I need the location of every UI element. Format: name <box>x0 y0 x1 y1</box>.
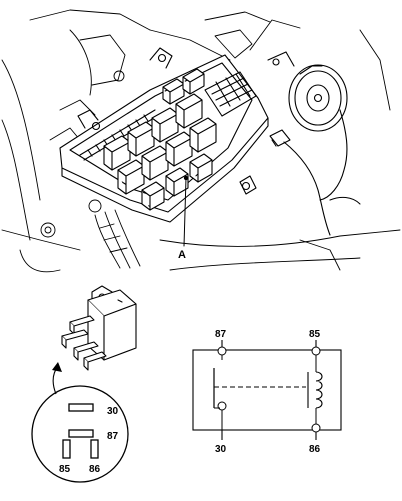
contact-30 <box>217 401 227 411</box>
horn <box>267 51 348 132</box>
terminal-label-85: 85 <box>309 329 321 340</box>
relay-coil <box>315 371 323 409</box>
view-arrow-head <box>52 362 62 372</box>
pin-label-86: 86 <box>89 464 101 475</box>
engine-bay-illustration <box>1 9 401 273</box>
pin-label-87: 87 <box>107 431 119 442</box>
pin-30-blade <box>68 403 94 412</box>
relay-schematic <box>192 340 342 440</box>
contact-85 <box>311 346 321 356</box>
wiring-harness <box>94 209 141 269</box>
terminal-label-30: 30 <box>215 444 227 455</box>
horn-connector <box>269 109 361 236</box>
pin-85-blade <box>62 439 71 459</box>
pin-87-blade <box>68 429 94 438</box>
relay-pinout-view <box>31 385 129 483</box>
schematic-frame <box>192 349 342 431</box>
callout-leader-line <box>183 177 187 247</box>
terminal-label-86: 86 <box>309 444 321 455</box>
contact-87 <box>217 346 227 356</box>
callout-label-a: A <box>178 249 186 261</box>
callout-target-dot <box>183 175 189 181</box>
relay-grid <box>103 68 217 211</box>
contact-86 <box>311 423 321 433</box>
relay-component-drawing <box>61 285 137 371</box>
pin-label-85: 85 <box>59 464 71 475</box>
background-structure <box>1 9 401 273</box>
pin-86-blade <box>90 439 99 459</box>
pin-label-30: 30 <box>107 406 119 417</box>
terminal-label-87: 87 <box>215 329 227 340</box>
